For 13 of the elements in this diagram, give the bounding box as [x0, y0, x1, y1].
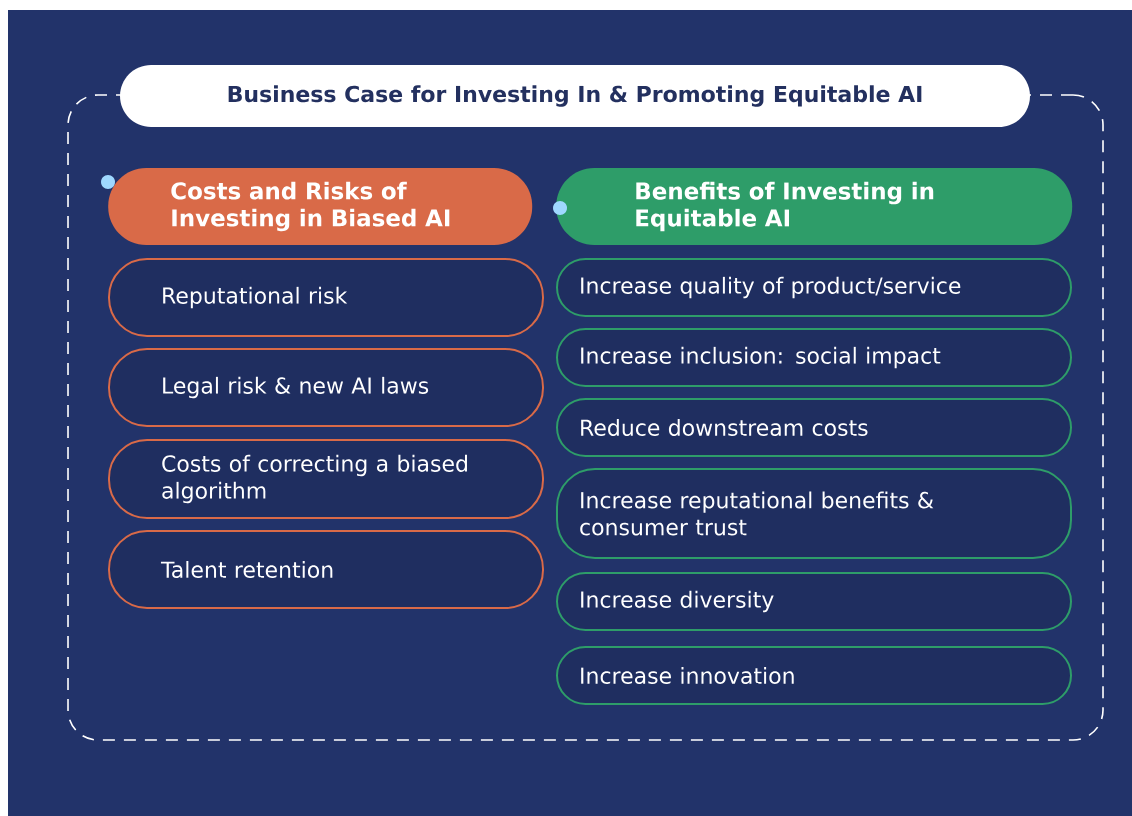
item-pill: Increase inclusion: social impact — [556, 328, 1072, 387]
title-pill: Business Case for Investing In & Promoting Equitable AI — [120, 65, 1030, 127]
item-pill: Costs of correcting a biased algorithm — [108, 439, 544, 519]
item-pill: Reduce downstream costs — [556, 398, 1072, 457]
item-pill: Increase quality of product/service — [556, 258, 1072, 317]
header-pill: Costs and Risks of Investing in Biased AI — [108, 168, 533, 245]
item-pill: Increase reputational benefits & consumer trust — [556, 468, 1072, 559]
item-pill: Increase diversity — [556, 572, 1072, 631]
item-pill: Legal risk & new AI laws — [108, 348, 544, 427]
header-pill: Benefits of Investing in Equitable AI — [556, 168, 1073, 245]
item-pill: Increase innovation — [556, 646, 1072, 705]
item-pill: Talent retention — [108, 530, 544, 609]
item-pill: Reputational risk — [108, 258, 544, 337]
